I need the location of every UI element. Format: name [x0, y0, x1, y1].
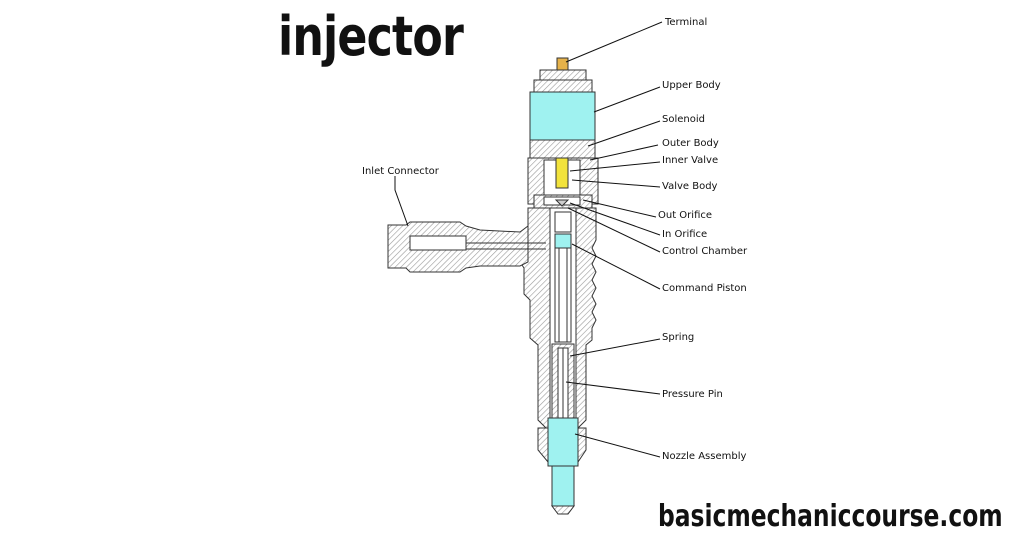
- command-piston-top: [554, 233, 572, 249]
- leader-lines: [394, 21, 663, 458]
- solenoid-part: [529, 139, 596, 161]
- inlet-bore: [409, 235, 467, 251]
- label-control-chamber: Control Chamber: [662, 246, 748, 257]
- label-command-piston: Command Piston: [662, 283, 747, 294]
- command-piston-part: [554, 247, 572, 343]
- label-nozzle-assembly: Nozzle Assembly: [662, 451, 746, 462]
- label-in-orifice: In Orifice: [662, 229, 707, 240]
- label-out-orifice: Out Orifice: [658, 210, 712, 221]
- label-spring: Spring: [662, 332, 694, 343]
- upper-body-part: [529, 91, 596, 141]
- label-inner-valve: Inner Valve: [662, 155, 718, 166]
- nozzle-tip: [551, 465, 575, 507]
- label-terminal: Terminal: [664, 17, 707, 28]
- label-pressure-pin: Pressure Pin: [662, 389, 723, 400]
- inner-valve-part: [555, 157, 569, 189]
- label-upper-body: Upper Body: [662, 80, 721, 91]
- label-outer-body: Outer Body: [662, 138, 719, 149]
- nozzle-assembly-part: [547, 417, 579, 467]
- page-title: injector: [278, 5, 464, 68]
- nozzle-end: [551, 505, 575, 515]
- label-solenoid: Solenoid: [662, 114, 705, 125]
- terminal-base: [533, 79, 593, 93]
- label-inlet-connector: Inlet Connector: [362, 166, 440, 177]
- website-url: basicmechaniccourse.com: [658, 499, 1003, 534]
- valve-seat: [554, 199, 570, 207]
- control-chamber-part: [554, 211, 572, 233]
- label-valve-body: Valve Body: [662, 181, 718, 192]
